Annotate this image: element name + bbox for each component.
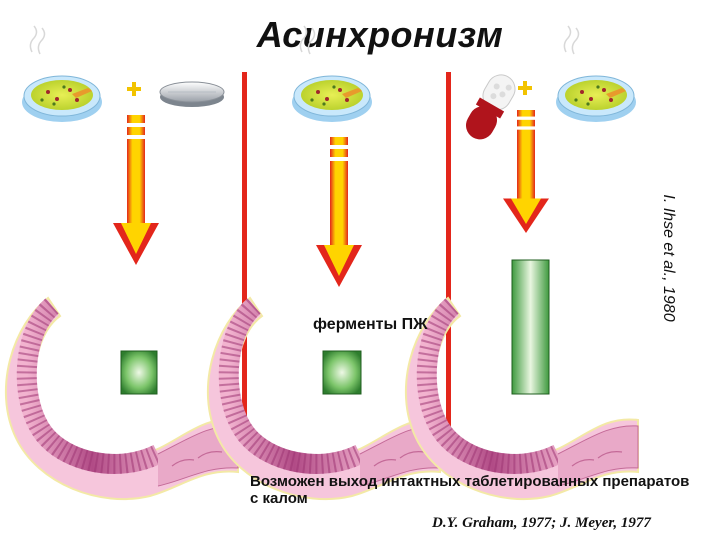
tablet-icon (159, 81, 225, 107)
enzyme-bar-low (120, 350, 158, 395)
slide-title: Асинхронизм (256, 14, 504, 55)
down-arrow-icon (316, 137, 362, 287)
food-bowl-icon (555, 25, 637, 123)
reference-text: D.Y. Graham, 1977; J. Meyer, 1977 (432, 515, 651, 531)
enzyme-bar-low (322, 350, 362, 395)
note-text: Возможен выход интактных таблетированных… (250, 473, 690, 507)
vertical-citation: I. Ihse et al., 1980 (660, 194, 677, 322)
plus-icon (518, 81, 532, 95)
panel-divider (242, 72, 247, 442)
panel-divider (446, 72, 451, 442)
panel-1 (6, 25, 238, 499)
capsule-icon (466, 74, 516, 140)
enzymes-label: ферменты ПЖ (313, 316, 428, 333)
food-bowl-icon (291, 25, 373, 123)
enzyme-bar-high (511, 259, 550, 395)
panel-3 (406, 25, 638, 499)
down-arrow-icon (503, 110, 549, 233)
food-bowl-icon (21, 25, 103, 123)
intestine-icon (6, 298, 238, 499)
plus-icon (127, 82, 141, 96)
panel-2 (208, 25, 440, 499)
down-arrow-icon (113, 115, 159, 265)
